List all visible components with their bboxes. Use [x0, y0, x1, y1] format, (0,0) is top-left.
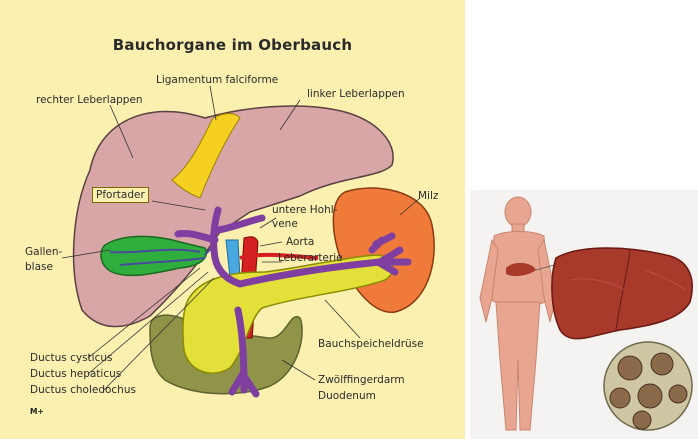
label-bauchspeicheldruese: Bauchspeicheldrüse — [318, 338, 424, 351]
label-ductus-hepaticus: Ductus hepaticus — [30, 368, 121, 381]
label-pfortader: Pfortader — [92, 187, 149, 203]
label-leberarterie: Leberarterie — [278, 252, 343, 265]
label-gallenblase-2: blase — [25, 261, 53, 274]
body-liver-illustration — [470, 190, 698, 439]
label-duodenum: Duodenum — [318, 390, 376, 403]
label-zwoelffingerdarm: Zwölffingerdarm — [318, 374, 405, 387]
anatomy-diagram: Bauchorgane im Oberbauch Ligamentum falc… — [0, 0, 465, 439]
label-ligamentum: Ligamentum falciforme — [156, 74, 278, 87]
label-linker-leberlappen: linker Leberlappen — [307, 88, 405, 101]
label-aorta: Aorta — [286, 236, 314, 249]
human-figure — [480, 197, 556, 430]
illustration-drawing — [470, 190, 698, 439]
label-ductus-cysticus: Ductus cysticus — [30, 352, 112, 365]
label-gallenblase-1: Gallen- — [25, 246, 62, 259]
label-rechter-leberlappen: rechter Leberlappen — [36, 94, 143, 107]
label-hohlvene-1: untere Hohl- — [272, 204, 337, 217]
label-milz: Milz — [418, 190, 438, 203]
label-ductus-choledochus: Ductus choledochus — [30, 384, 136, 397]
brand-logo: M+ — [30, 407, 44, 416]
diagram-title: Bauchorgane im Oberbauch — [0, 36, 465, 54]
spleen-shape — [333, 188, 434, 312]
vena-cava-shape — [226, 240, 240, 278]
label-hohlvene-2: vene — [272, 218, 298, 231]
